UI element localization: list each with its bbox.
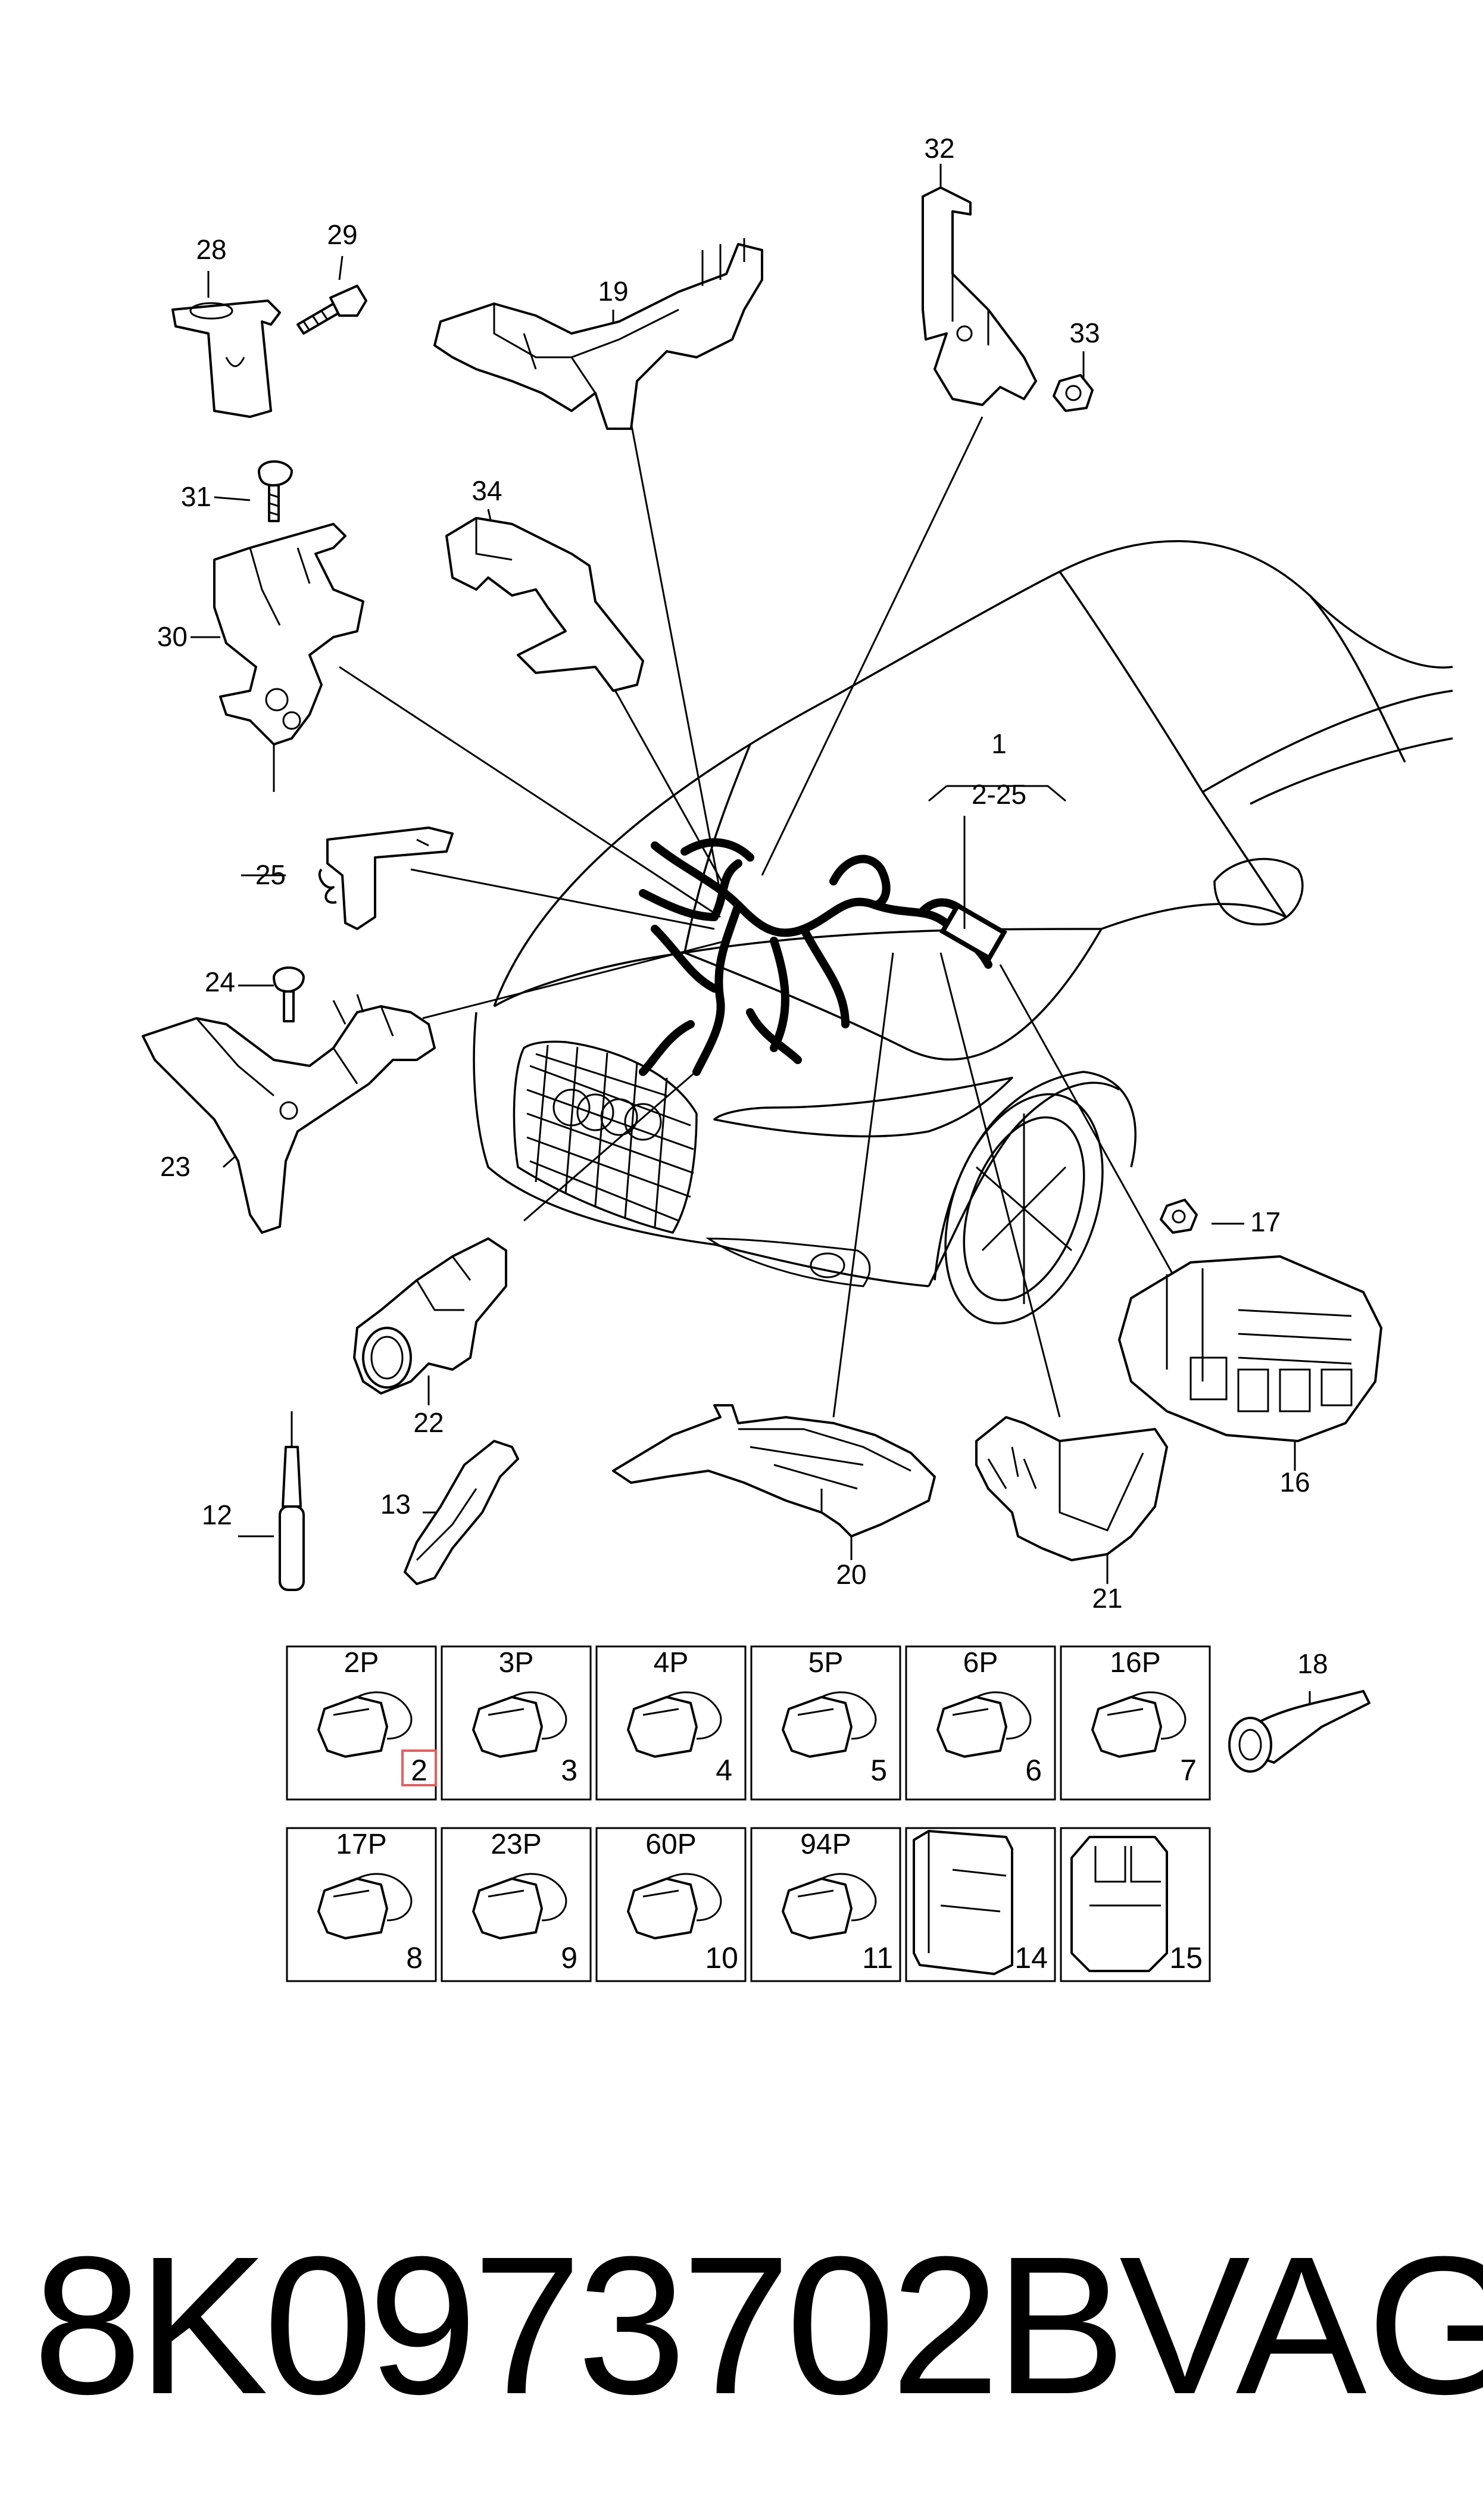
cell-pins: 3P xyxy=(499,1647,534,1679)
connector-icon xyxy=(782,1872,877,1939)
callout-28: 28 xyxy=(196,234,226,265)
part-13-clip xyxy=(404,1440,519,1585)
wiring-harness xyxy=(639,838,1007,1076)
connector-grid: 2P 3P 4P 5P 6P 16P 2 3 4 5 6 7 17P 23P 6… xyxy=(286,1645,1211,1982)
callout-22: 22 xyxy=(413,1407,444,1438)
cell-number: 10 xyxy=(705,1941,738,1975)
connector-icon xyxy=(317,1691,413,1758)
connector-icon xyxy=(627,1691,722,1758)
part-20-cover xyxy=(612,1404,936,1537)
car-outline xyxy=(473,539,1453,1325)
part-32-bracket xyxy=(922,186,1037,406)
leader-lines xyxy=(191,164,1311,1715)
callout-16: 16 xyxy=(1279,1467,1310,1498)
highlight-box xyxy=(401,1749,437,1786)
brand-name: VAG xyxy=(1119,2215,1483,2435)
callout-29: 29 xyxy=(327,219,357,250)
callout-20: 20 xyxy=(836,1559,866,1590)
part-31-screw xyxy=(258,460,293,522)
callout-2-25: 2-25 xyxy=(972,779,1026,810)
part-number: 8K0973702B xyxy=(33,2215,1126,2435)
cell-number: 9 xyxy=(561,1941,577,1975)
part-22-holder xyxy=(353,1237,507,1395)
cell-pins: 94P xyxy=(800,1829,851,1860)
cell-pins: 6P xyxy=(963,1647,998,1679)
part-23-bracket xyxy=(142,994,436,1234)
cell-number: 8 xyxy=(406,1941,423,1975)
callout-18: 18 xyxy=(1297,1648,1328,1679)
part-25-clip xyxy=(318,827,454,930)
callout-25: 25 xyxy=(255,859,286,890)
part-21-cover xyxy=(975,1416,1168,1561)
callout-1: 1 xyxy=(991,728,1007,759)
cell-pins: 17P xyxy=(336,1829,386,1860)
part-12-tool xyxy=(279,1411,305,1591)
callout-17: 17 xyxy=(1250,1206,1281,1237)
cell-pins: 2P xyxy=(344,1647,379,1679)
part-30-bracket xyxy=(213,523,364,792)
cell-pins: 23P xyxy=(491,1829,541,1860)
cell-number: 2 xyxy=(411,1754,427,1787)
cell-number: 3 xyxy=(561,1754,577,1787)
cell-number: 14 xyxy=(1014,1941,1048,1975)
cell-pins: 60P xyxy=(645,1829,696,1860)
cell-pins: 5P xyxy=(808,1647,844,1679)
cell-pins: 16P xyxy=(1110,1647,1160,1679)
part-28-bracket xyxy=(171,300,281,418)
connector-icon xyxy=(317,1872,413,1939)
cell-number: 6 xyxy=(1025,1754,1042,1787)
callout-34: 34 xyxy=(472,475,502,506)
callout-23: 23 xyxy=(160,1151,191,1182)
callout-33: 33 xyxy=(1069,317,1100,348)
cell-number: 4 xyxy=(716,1754,732,1787)
connector-icon xyxy=(472,1691,567,1758)
part-16-fuse-box xyxy=(1118,1255,1382,1442)
callout-13: 13 xyxy=(380,1489,411,1520)
part-19-bracket xyxy=(433,238,763,430)
part-17-nut xyxy=(1160,1199,1198,1234)
callout-24: 24 xyxy=(205,966,235,997)
callout-12: 12 xyxy=(202,1499,232,1530)
callout-numbers: 1 2-25 12 13 16 17 18 19 20 21 22 23 24 … xyxy=(157,133,1328,1679)
callout-30: 30 xyxy=(157,621,188,652)
cell-number: 5 xyxy=(870,1754,887,1787)
part-33-nut xyxy=(1053,374,1094,412)
part-29-bolt xyxy=(296,285,367,335)
callout-32: 32 xyxy=(924,133,954,164)
part-24-bolt xyxy=(273,966,305,1022)
connector-icon xyxy=(472,1872,567,1939)
connector-icon xyxy=(627,1872,722,1939)
connector-icon xyxy=(936,1691,1032,1758)
connector-icon xyxy=(782,1691,877,1758)
callout-19: 19 xyxy=(598,276,628,307)
control-unit-icon xyxy=(913,1830,1013,1975)
relay-block-icon xyxy=(1070,1836,1168,1972)
part-18-grommet xyxy=(1228,1690,1370,1773)
callout-21: 21 xyxy=(1092,1583,1122,1614)
cell-pins: 4P xyxy=(654,1647,689,1679)
cell-number: 7 xyxy=(1180,1754,1197,1787)
cell-number: 15 xyxy=(1169,1941,1203,1975)
connector-icon xyxy=(1091,1691,1187,1758)
cell-number: 11 xyxy=(862,1941,893,1975)
part-34-cover xyxy=(445,517,644,692)
callout-31: 31 xyxy=(181,481,211,512)
